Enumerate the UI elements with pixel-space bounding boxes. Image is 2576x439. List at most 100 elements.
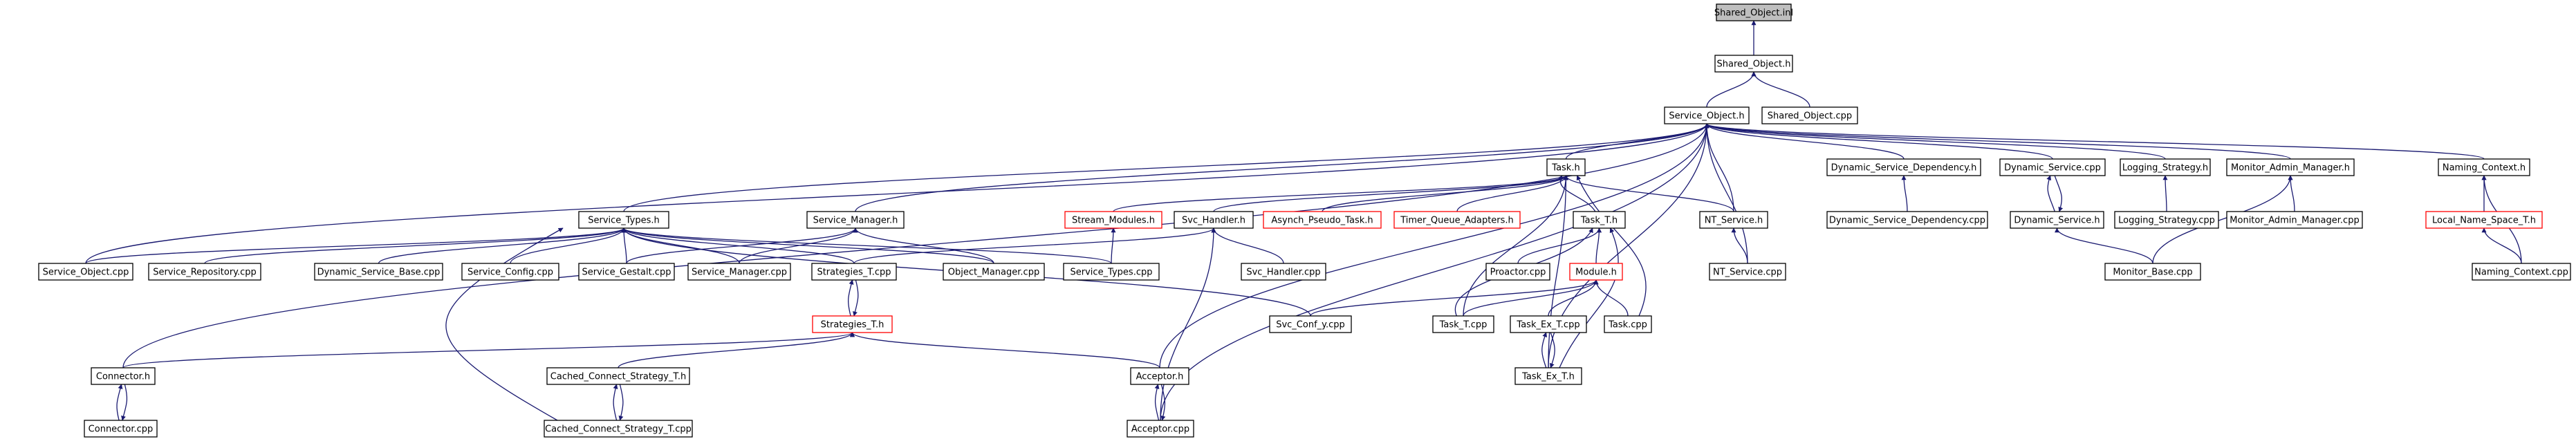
file-node-task_ex_t_h[interactable]: Task_Ex_T.h	[1514, 367, 1582, 385]
node-box[interactable]	[2226, 158, 2355, 176]
file-node-acceptor_cpp[interactable]: Acceptor.cpp	[1127, 420, 1194, 438]
node-box[interactable]	[1664, 106, 1750, 124]
file-node-shared_object_cpp[interactable]: Shared_Object.cpp	[1761, 106, 1858, 124]
node-box[interactable]	[811, 263, 897, 281]
file-node-service_object_cpp[interactable]: Service_Object.cpp	[38, 263, 133, 281]
file-node-nt_service_cpp[interactable]: NT_Service.cpp	[1709, 263, 1786, 281]
node-box[interactable]	[1130, 367, 1189, 385]
node-box[interactable]	[1569, 263, 1623, 281]
node-box[interactable]	[1709, 263, 1786, 281]
file-node-asynch_pseudo_task_h[interactable]: Asynch_Pseudo_Task.h	[1263, 211, 1382, 229]
file-node-logging_strategy_h[interactable]: Logging_Strategy.h	[2120, 158, 2211, 176]
file-node-service_types_h[interactable]: Service_Types.h	[578, 211, 669, 229]
node-box[interactable]	[2472, 263, 2571, 281]
node-box[interactable]	[1064, 211, 1162, 229]
node-box[interactable]	[1716, 3, 1792, 21]
file-node-dynamic_service_base_cpp[interactable]: Dynamic_Service_Base.cpp	[314, 263, 443, 281]
file-node-strategies_t_h[interactable]: Strategies_T.h	[812, 315, 893, 333]
node-box[interactable]	[2010, 211, 2104, 229]
node-box[interactable]	[1485, 263, 1550, 281]
file-node-service_gestalt_cpp[interactable]: Service_Gestalt.cpp	[578, 263, 675, 281]
node-box[interactable]	[1546, 158, 1586, 176]
file-node-connector_cpp[interactable]: Connector.cpp	[84, 420, 158, 438]
file-node-svc_handler_h[interactable]: Svc_Handler.h	[1174, 211, 1254, 229]
node-box[interactable]	[1573, 211, 1626, 229]
node-box[interactable]	[2104, 263, 2201, 281]
file-node-svc_handler_cpp[interactable]: Svc_Handler.cpp	[1241, 263, 1326, 281]
node-box[interactable]	[38, 263, 133, 281]
node-box[interactable]	[1826, 211, 1988, 229]
node-box[interactable]	[812, 315, 893, 333]
node-box[interactable]	[1241, 263, 1326, 281]
node-box[interactable]	[2114, 211, 2219, 229]
node-box[interactable]	[148, 263, 261, 281]
node-box[interactable]	[84, 420, 158, 438]
node-box[interactable]	[1127, 420, 1194, 438]
node-box[interactable]	[1699, 211, 1768, 229]
file-node-dynamic_service_h[interactable]: Dynamic_Service.h	[2010, 211, 2104, 229]
node-box[interactable]	[1604, 315, 1652, 333]
node-box[interactable]	[1393, 211, 1521, 229]
file-node-service_manager_h[interactable]: Service_Manager.h	[806, 211, 905, 229]
node-box[interactable]	[1174, 211, 1254, 229]
file-node-timer_queue_adapters_h[interactable]: Timer_Queue_Adapters.h	[1393, 211, 1521, 229]
node-box[interactable]	[544, 420, 693, 438]
node-box[interactable]	[2438, 158, 2530, 176]
node-box[interactable]	[546, 367, 690, 385]
file-node-service_object_h[interactable]: Service_Object.h	[1664, 106, 1750, 124]
node-box[interactable]	[578, 211, 669, 229]
file-node-shared_object_h[interactable]: Shared_Object.h	[1714, 55, 1793, 73]
node-box[interactable]	[687, 263, 791, 281]
node-box[interactable]	[2120, 158, 2211, 176]
node-box[interactable]	[1514, 367, 1582, 385]
file-node-shared_object_inl[interactable]: Shared_Object.inl	[1714, 3, 1793, 21]
node-box[interactable]	[461, 263, 559, 281]
file-node-naming_context_h[interactable]: Naming_Context.h	[2438, 158, 2530, 176]
file-node-stream_modules_h[interactable]: Stream_Modules.h	[1064, 211, 1162, 229]
file-node-nt_service_h[interactable]: NT_Service.h	[1699, 211, 1768, 229]
file-node-logging_strategy_cpp[interactable]: Logging_Strategy.cpp	[2114, 211, 2219, 229]
file-node-svc_conf_y_cpp[interactable]: Svc_Conf_y.cpp	[1269, 315, 1352, 333]
node-box[interactable]	[1269, 315, 1352, 333]
file-node-object_manager_cpp[interactable]: Object_Manager.cpp	[943, 263, 1045, 281]
file-node-task_ex_t_cpp[interactable]: Task_Ex_T.cpp	[1510, 315, 1587, 333]
node-box[interactable]	[578, 263, 675, 281]
file-node-module_h[interactable]: Module.h	[1569, 263, 1623, 281]
file-node-proactor_cpp[interactable]: Proactor.cpp	[1485, 263, 1550, 281]
file-node-task_h[interactable]: Task.h	[1546, 158, 1586, 176]
file-node-monitor_admin_manager_cpp[interactable]: Monitor_Admin_Manager.cpp	[2226, 211, 2363, 229]
node-box[interactable]	[806, 211, 905, 229]
file-node-ds_cpp[interactable]: Dynamic_Service.cpp	[1999, 158, 2106, 176]
file-node-dsd_h[interactable]: Dynamic_Service_Dependency.h	[1826, 158, 1981, 176]
file-node-service_repository_cpp[interactable]: Service_Repository.cpp	[148, 263, 261, 281]
file-node-local_name_space_t_h[interactable]: Local_Name_Space_T.h	[2425, 211, 2543, 229]
node-box[interactable]	[1263, 211, 1382, 229]
node-box[interactable]	[1714, 55, 1793, 73]
node-box[interactable]	[1063, 263, 1160, 281]
file-node-strategies_t_cpp[interactable]: Strategies_T.cpp	[811, 263, 897, 281]
node-box[interactable]	[91, 367, 156, 385]
file-node-monitor_base_cpp[interactable]: Monitor_Base.cpp	[2104, 263, 2201, 281]
node-box[interactable]	[1761, 106, 1858, 124]
file-node-ccs_t_cpp[interactable]: Cached_Connect_Strategy_T.cpp	[544, 420, 693, 438]
file-node-service_config_cpp[interactable]: Service_Config.cpp	[461, 263, 559, 281]
file-node-connector_h[interactable]: Connector.h	[91, 367, 156, 385]
file-node-naming_context_cpp[interactable]: Naming_Context.cpp	[2472, 263, 2571, 281]
node-box[interactable]	[314, 263, 443, 281]
node-box[interactable]	[1432, 315, 1494, 333]
file-node-task_t_cpp[interactable]: Task_T.cpp	[1432, 315, 1494, 333]
file-node-monitor_admin_manager_h[interactable]: Monitor_Admin_Manager.h	[2226, 158, 2355, 176]
node-box[interactable]	[943, 263, 1045, 281]
file-node-dsd_cpp[interactable]: Dynamic_Service_Dependency.cpp	[1826, 211, 1988, 229]
file-node-ccs_t_h[interactable]: Cached_Connect_Strategy_T.h	[546, 367, 690, 385]
node-box[interactable]	[2226, 211, 2363, 229]
file-node-task_cpp[interactable]: Task.cpp	[1604, 315, 1652, 333]
file-node-service_manager_cpp[interactable]: Service_Manager.cpp	[687, 263, 791, 281]
node-box[interactable]	[1826, 158, 1981, 176]
file-node-acceptor_h[interactable]: Acceptor.h	[1130, 367, 1189, 385]
node-box[interactable]	[1999, 158, 2106, 176]
node-box[interactable]	[1510, 315, 1587, 333]
file-node-service_types_cpp[interactable]: Service_Types.cpp	[1063, 263, 1160, 281]
file-node-task_t_h[interactable]: Task_T.h	[1573, 211, 1626, 229]
node-box[interactable]	[2425, 211, 2543, 229]
